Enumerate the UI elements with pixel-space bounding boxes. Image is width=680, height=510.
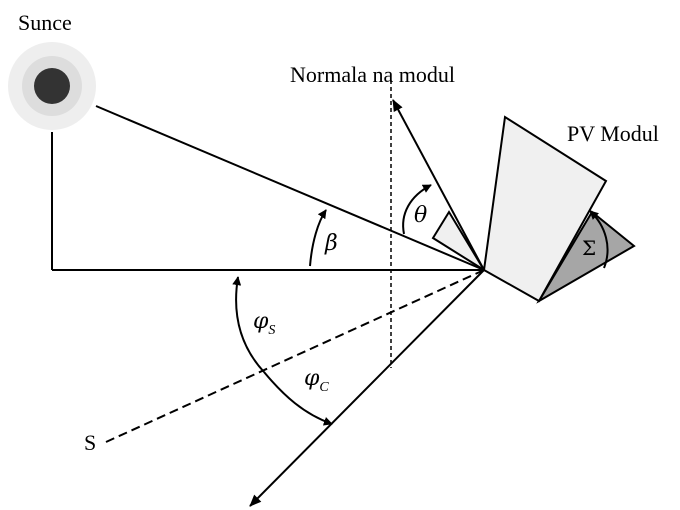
sun-ray-line [95,105,485,271]
tilt-shadow-triangle [536,210,636,304]
south-label: S [84,430,96,455]
phi-s-label: φS [253,309,275,338]
beta-label: β [324,231,338,256]
module-label: PV Modul [567,121,659,146]
module-normal-arrow [392,99,485,271]
pv-module-panel [482,115,608,303]
collector-azimuth-arrow [249,269,485,507]
normal-label: Normala na modul [290,62,455,87]
phi-c-label: φC [304,366,329,395]
theta-angle-arc [402,184,432,235]
theta-label: θ [414,203,427,228]
south-direction-line [105,269,485,443]
beta-angle-arc [309,209,327,267]
phi-c-angle-arc [263,371,333,426]
sigma-angle-arc [589,210,609,269]
sun-label: Sunce [18,10,72,35]
sun-icon [8,42,96,130]
phi-s-angle-arc [232,276,265,373]
pv-module-side [431,210,485,271]
sigma-label: Σ [582,236,596,260]
